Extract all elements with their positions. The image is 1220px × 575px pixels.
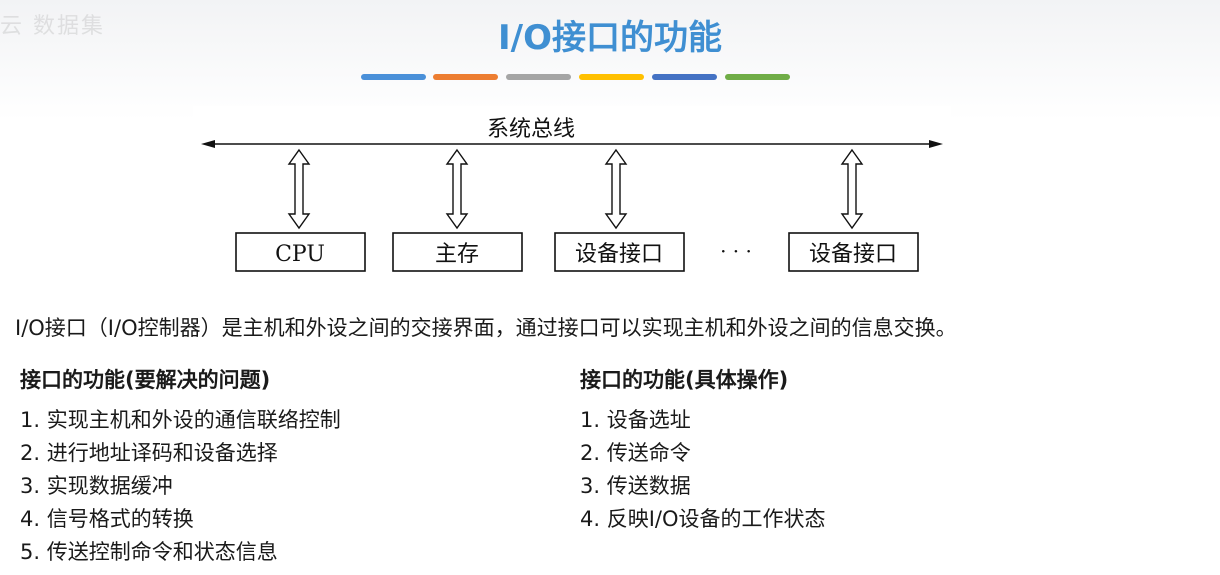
double-arrow-icon	[445, 148, 469, 230]
double-arrow-icon	[604, 148, 628, 230]
intro-text: I/O接口（I/O控制器）是主机和外设之间的交接界面，通过接口可以实现主机和外设…	[15, 316, 957, 340]
color-bar	[361, 74, 426, 80]
list-item: 1. 实现主机和外设的通信联络控制	[20, 408, 341, 432]
color-bar	[506, 74, 571, 80]
color-bar	[652, 74, 717, 80]
right-column: 接口的功能(具体操作) 1. 设备选址 2. 传送命令 3. 传送数据 4. 反…	[580, 364, 826, 536]
cpu-box-label: CPU	[275, 242, 325, 267]
device-interface-box-label: 设备接口	[575, 242, 663, 267]
left-heading: 接口的功能(要解决的问题)	[20, 368, 271, 392]
main-memory-box-label: 主存	[435, 242, 479, 267]
system-bus-line	[201, 140, 943, 148]
color-bar	[579, 74, 644, 80]
color-bar	[433, 74, 498, 80]
operation-list: 1. 设备选址 2. 传送命令 3. 传送数据 4. 反映I/O设备的工作状态	[580, 404, 826, 536]
list-item: 4. 信号格式的转换	[20, 507, 194, 531]
left-column: 接口的功能(要解决的问题) 1. 实现主机和外设的通信联络控制 2. 进行地址译…	[20, 364, 341, 569]
system-bus-diagram: 系统总线 CPU 主存 设备接口 · · · 设备接口	[193, 106, 951, 282]
double-arrow-icon	[840, 148, 864, 230]
cpu-box	[235, 232, 366, 272]
slide-title: I/O接口的功能	[498, 18, 722, 58]
device-interface-box	[554, 232, 685, 272]
main-memory-box	[392, 232, 523, 272]
diagram-ellipsis: · · ·	[720, 239, 752, 263]
device-interface-box	[788, 232, 919, 272]
list-item: 4. 反映I/O设备的工作状态	[580, 507, 826, 531]
color-bar	[725, 74, 790, 80]
right-heading: 接口的功能(具体操作)	[580, 368, 789, 392]
list-item: 3. 实现数据缓冲	[20, 474, 173, 498]
list-item: 2. 传送命令	[580, 441, 691, 465]
double-arrow-icon	[287, 148, 311, 230]
watermark: 云 数据集	[0, 14, 105, 39]
device-interface-box-label: 设备接口	[809, 242, 897, 267]
list-item: 2. 进行地址译码和设备选择	[20, 441, 278, 465]
problem-list: 1. 实现主机和外设的通信联络控制 2. 进行地址译码和设备选择 3. 实现数据…	[20, 404, 341, 569]
list-item: 1. 设备选址	[580, 408, 691, 432]
list-item: 5. 传送控制命令和状态信息	[20, 540, 278, 564]
list-item: 3. 传送数据	[580, 474, 691, 498]
bus-label: 系统总线	[487, 117, 575, 142]
